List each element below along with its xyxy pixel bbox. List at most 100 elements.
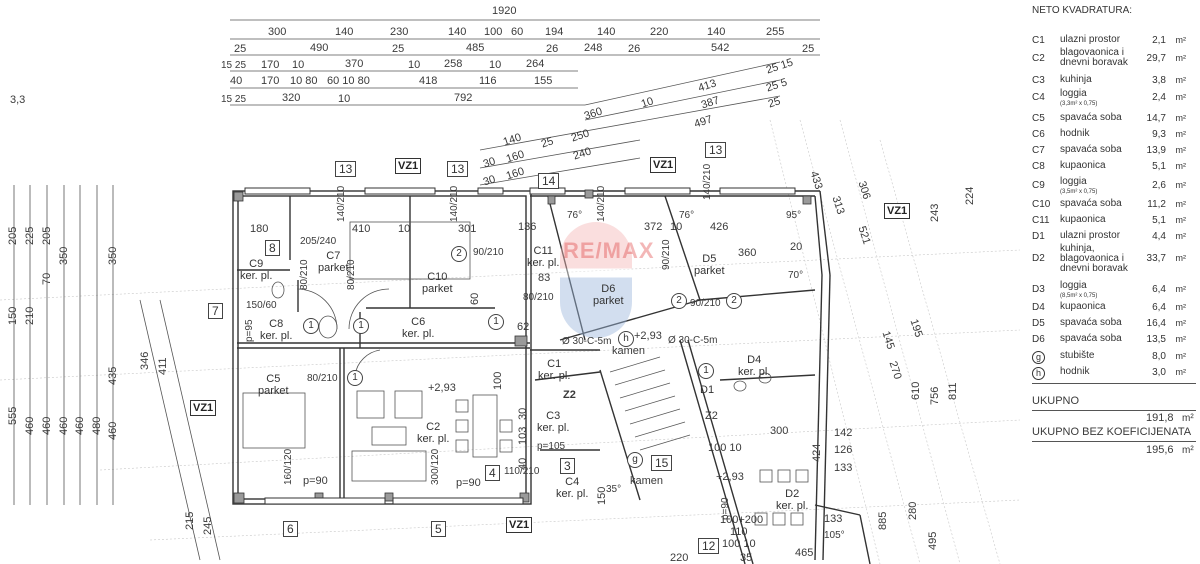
- room-code-cell: C8: [1032, 161, 1045, 172]
- room-name-text: kuhinja: [1060, 74, 1092, 85]
- dim-label: 756: [929, 386, 941, 405]
- room-area: 13,9: [1146, 145, 1166, 156]
- room-code-cell: D2: [1032, 253, 1045, 264]
- dim-label: 410: [352, 223, 371, 235]
- dim-label: 485: [466, 42, 485, 54]
- opening-size: 140/210: [449, 185, 460, 222]
- dim-label: 142: [834, 427, 853, 439]
- dim-label: 542: [711, 42, 730, 54]
- door-type-mark: 2: [671, 293, 687, 309]
- dim-label: 350: [107, 246, 119, 265]
- room-area: 6,4: [1152, 302, 1166, 313]
- dim-label: 25: [392, 43, 405, 55]
- room-name-text: kuhinja, blagovaonica i dnevni boravak: [1060, 243, 1128, 274]
- opening-size: 80/210: [299, 259, 310, 290]
- grid-marker: 15: [651, 455, 673, 471]
- room-code-cell: C3: [1032, 75, 1045, 86]
- room-name: hodnik: [1060, 367, 1140, 377]
- room-name: kupaonica: [1060, 161, 1140, 171]
- watermark-logo: [560, 222, 632, 338]
- dim-label: 610: [910, 381, 922, 400]
- left-dimension-lines: [13, 185, 221, 561]
- room-area: 16,4: [1146, 318, 1166, 329]
- section-mark: VZ1: [190, 400, 217, 416]
- room-name-text: spavaća soba: [1060, 112, 1122, 123]
- dim-label: 460: [24, 416, 36, 435]
- level-mark: +2,93: [716, 471, 744, 483]
- dim-label: 15 25: [221, 94, 247, 105]
- dim-label: 83: [538, 272, 551, 284]
- room-code-cell: C11: [1032, 215, 1050, 226]
- opening-size: 90/210: [690, 298, 721, 309]
- door-type-mark: 1: [488, 314, 504, 330]
- dim-label: 110: [730, 526, 748, 538]
- room-name: kuhinja, blagovaonica i dnevni boravak: [1060, 244, 1140, 274]
- opening-size: 90/210: [661, 239, 672, 270]
- dim-label: 35: [740, 552, 753, 564]
- pipe-label: Ø 30-C-5m: [562, 336, 612, 347]
- dim-label: 100 10: [708, 442, 742, 454]
- section-mark: VZ1: [395, 158, 422, 174]
- divider: [1032, 410, 1196, 411]
- dim-label: 10: [408, 59, 421, 71]
- dim-label: 194: [545, 26, 564, 38]
- floor-finish: kamen: [612, 345, 646, 357]
- room-code: h: [1032, 367, 1045, 380]
- room-code-cell: C4: [1032, 92, 1045, 103]
- dim-label: 264: [526, 58, 545, 70]
- wall-pillars: [233, 189, 812, 504]
- angle-label: 70°: [788, 270, 804, 281]
- room-code: C8: [1032, 161, 1045, 172]
- dim-label: 155: [534, 75, 553, 87]
- dim-label: 245: [202, 516, 214, 535]
- dim-label: 435: [107, 366, 119, 385]
- room-code-cell: C1: [1032, 35, 1045, 46]
- opening-size: 150/60: [246, 300, 277, 311]
- room-code: C10: [1032, 199, 1051, 210]
- room-area: 11,2: [1147, 199, 1166, 210]
- room-area: 33,7: [1146, 253, 1166, 264]
- opening-size: 90/210: [473, 247, 504, 258]
- room-name-text: hodnik: [1060, 128, 1090, 139]
- angle-label: 95°: [786, 210, 802, 221]
- room-name-text: blagovaonica i dnevni boravak: [1060, 47, 1128, 68]
- room-area: 3,8: [1152, 75, 1166, 86]
- room-area: 8,0: [1152, 351, 1166, 362]
- room-code: D3: [1032, 284, 1045, 295]
- dim-label: 10 80: [290, 75, 318, 87]
- dim-label: 25: [802, 43, 815, 55]
- room-code: C7: [1032, 145, 1045, 156]
- room-area: 4,4: [1152, 231, 1166, 242]
- room-area: 5,1: [1152, 161, 1166, 172]
- opening-size: 205/240: [300, 236, 337, 247]
- dim-label: 811: [947, 382, 959, 400]
- dim-label: 20: [790, 241, 803, 253]
- area-unit: m²: [1175, 253, 1187, 263]
- room-name-text: ulazni prostor: [1060, 230, 1121, 241]
- room-code-cell: C9: [1032, 180, 1045, 191]
- total-label: UKUPNO: [1032, 395, 1080, 407]
- area-unit: m²: [1175, 334, 1187, 344]
- room-code: C3: [1032, 75, 1045, 86]
- floor-finish: kamen: [630, 475, 664, 487]
- room-code-cell: C10: [1032, 199, 1050, 210]
- dim-label: 140: [707, 26, 726, 38]
- total-unit: m²: [1182, 413, 1194, 424]
- dim-label: 60 10 80: [327, 75, 370, 87]
- dim-label: 243: [929, 203, 941, 222]
- door-type-mark: 2: [726, 293, 742, 309]
- room-name: kupaonica: [1060, 215, 1140, 225]
- dim-label: p=90: [456, 477, 481, 489]
